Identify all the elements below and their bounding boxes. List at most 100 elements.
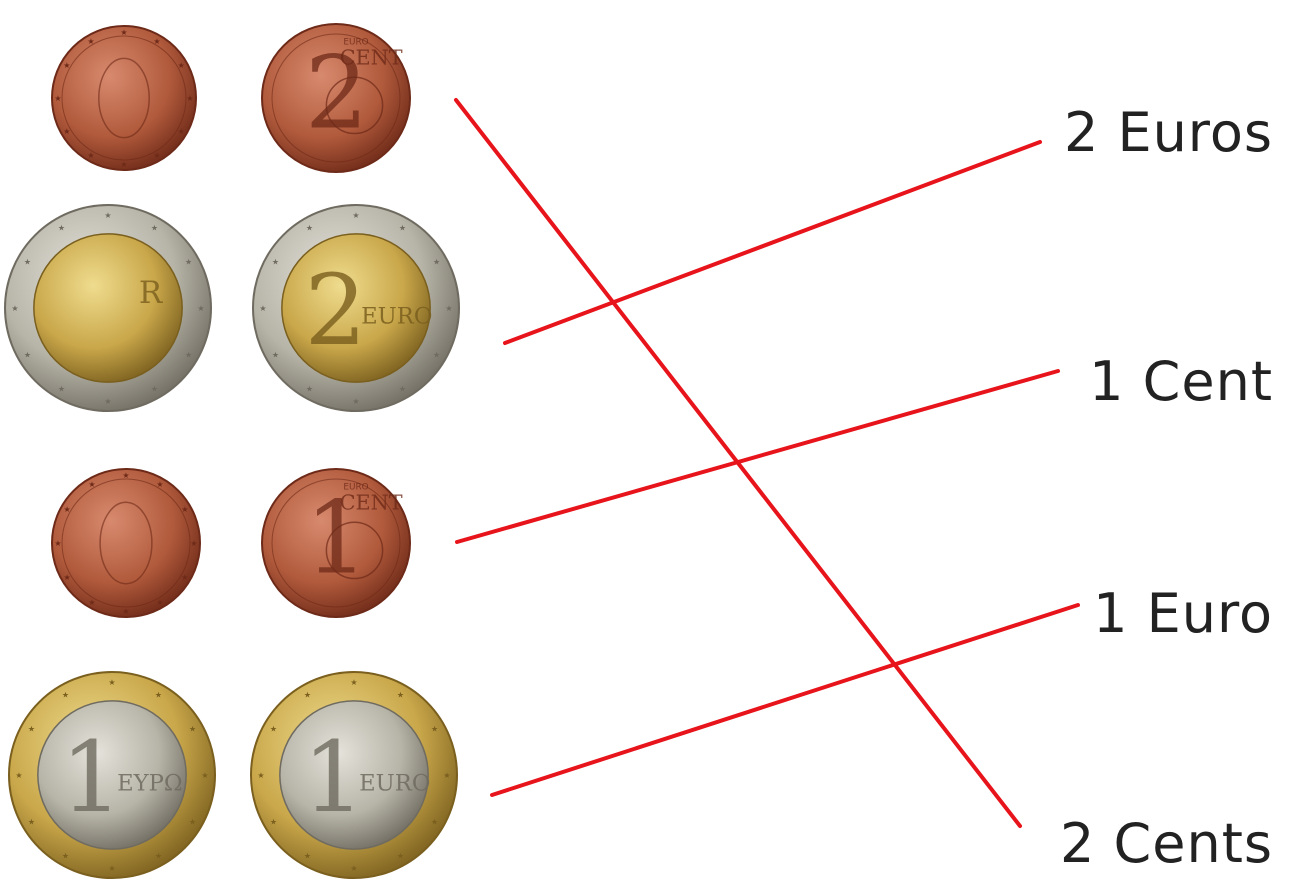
svg-text:★: ★ — [399, 223, 406, 232]
svg-text:★: ★ — [87, 37, 94, 46]
match-line-2 — [505, 142, 1040, 343]
svg-text:★: ★ — [24, 351, 31, 360]
svg-text:★: ★ — [54, 539, 61, 548]
svg-text:EURO: EURO — [361, 303, 432, 329]
label-1-euro: 1 Euro — [1093, 587, 1273, 641]
svg-text:★: ★ — [270, 818, 277, 827]
svg-text:★: ★ — [178, 61, 185, 70]
svg-text:★: ★ — [270, 725, 277, 734]
svg-text:★: ★ — [151, 223, 158, 232]
svg-text:★: ★ — [257, 771, 264, 780]
svg-text:★: ★ — [104, 211, 111, 220]
svg-text:★: ★ — [433, 258, 440, 267]
svg-text:★: ★ — [399, 385, 406, 394]
svg-text:★: ★ — [155, 690, 162, 699]
svg-text:★: ★ — [445, 304, 452, 313]
label-2-cents: 2 Cents — [1060, 817, 1273, 871]
svg-text:★: ★ — [352, 397, 359, 406]
svg-text:★: ★ — [122, 607, 129, 616]
svg-text:★: ★ — [120, 160, 127, 169]
svg-text:★: ★ — [181, 505, 188, 514]
svg-text:2: 2 — [305, 254, 367, 368]
svg-text:★: ★ — [63, 61, 70, 70]
svg-text:★: ★ — [433, 351, 440, 360]
svg-text:★: ★ — [304, 852, 311, 861]
svg-text:★: ★ — [58, 223, 65, 232]
svg-text:★: ★ — [11, 304, 18, 313]
svg-text:★: ★ — [431, 725, 438, 734]
svg-text:★: ★ — [63, 127, 70, 136]
svg-text:★: ★ — [197, 304, 204, 313]
match-line-3 — [457, 371, 1058, 542]
svg-text:EURO: EURO — [359, 770, 430, 796]
svg-text:★: ★ — [62, 852, 69, 861]
svg-text:EYPΩ: EYPΩ — [117, 770, 183, 796]
svg-text:★: ★ — [64, 573, 71, 582]
svg-text:★: ★ — [352, 211, 359, 220]
svg-text:★: ★ — [108, 678, 115, 687]
svg-text:★: ★ — [397, 852, 404, 861]
svg-text:★: ★ — [259, 304, 266, 313]
match-lines — [456, 100, 1078, 826]
svg-text:★: ★ — [108, 864, 115, 873]
svg-text:★: ★ — [54, 94, 61, 103]
svg-text:★: ★ — [181, 573, 188, 582]
svg-text:EURO: EURO — [343, 483, 368, 493]
svg-text:★: ★ — [153, 151, 160, 160]
svg-text:★: ★ — [397, 690, 404, 699]
svg-text:★: ★ — [306, 385, 313, 394]
svg-text:★: ★ — [24, 258, 31, 267]
svg-text:★: ★ — [189, 818, 196, 827]
svg-text:★: ★ — [443, 771, 450, 780]
svg-text:★: ★ — [58, 385, 65, 394]
svg-text:★: ★ — [153, 37, 160, 46]
svg-text:★: ★ — [431, 818, 438, 827]
svg-text:★: ★ — [122, 471, 129, 480]
svg-text:★: ★ — [350, 864, 357, 873]
label-2-euros: 2 Euros — [1064, 106, 1273, 160]
svg-text:★: ★ — [156, 598, 163, 607]
svg-text:★: ★ — [272, 351, 279, 360]
svg-text:★: ★ — [88, 480, 95, 489]
svg-text:★: ★ — [120, 28, 127, 37]
svg-text:CENT: CENT — [340, 46, 403, 70]
svg-text:★: ★ — [151, 385, 158, 394]
svg-text:★: ★ — [304, 690, 311, 699]
svg-text:★: ★ — [350, 678, 357, 687]
svg-text:★: ★ — [15, 771, 22, 780]
svg-text:R: R — [139, 275, 163, 311]
svg-text:★: ★ — [185, 258, 192, 267]
svg-text:★: ★ — [201, 771, 208, 780]
coin-grid: ★★★★★★★★★★★★2CENTEURO★★★★★★★★★★★★R★★★★★★… — [5, 24, 459, 878]
greek-owl-euro-coin: ★ ★ ★ ★ ★ ★ ★ ★ ★ ★ ★ ★ 1EYPΩ — [9, 672, 215, 878]
svg-text:★: ★ — [104, 397, 111, 406]
svg-text:★: ★ — [190, 539, 197, 548]
svg-text:★: ★ — [272, 258, 279, 267]
svg-text:★: ★ — [62, 690, 69, 699]
svg-text:★: ★ — [155, 852, 162, 861]
svg-text:★: ★ — [64, 505, 71, 514]
svg-text:★: ★ — [178, 127, 185, 136]
svg-text:★: ★ — [88, 598, 95, 607]
match-line-4 — [492, 605, 1078, 795]
italian-two-euro-coin: ★ ★ ★ ★ ★ ★ ★ ★ ★ ★ ★ ★ R — [5, 205, 211, 411]
svg-text:1: 1 — [61, 721, 123, 835]
oak-twig-cent-coin: ★ ★ ★ ★ ★ ★ ★ ★ ★ ★ ★ ★ — [52, 26, 196, 170]
marianne-cent-coin: ★ ★ ★ ★ ★ ★ ★ ★ ★ ★ ★ ★ — [52, 469, 200, 617]
svg-text:★: ★ — [186, 94, 193, 103]
svg-text:★: ★ — [189, 725, 196, 734]
svg-text:★: ★ — [156, 480, 163, 489]
svg-text:★: ★ — [87, 151, 94, 160]
svg-text:★: ★ — [185, 351, 192, 360]
label-1-cent: 1 Cent — [1089, 355, 1273, 409]
svg-text:1: 1 — [303, 721, 365, 835]
svg-text:EURO: EURO — [343, 38, 368, 48]
svg-text:CENT: CENT — [340, 491, 403, 515]
svg-text:★: ★ — [306, 223, 313, 232]
svg-text:★: ★ — [28, 818, 35, 827]
svg-text:★: ★ — [28, 725, 35, 734]
